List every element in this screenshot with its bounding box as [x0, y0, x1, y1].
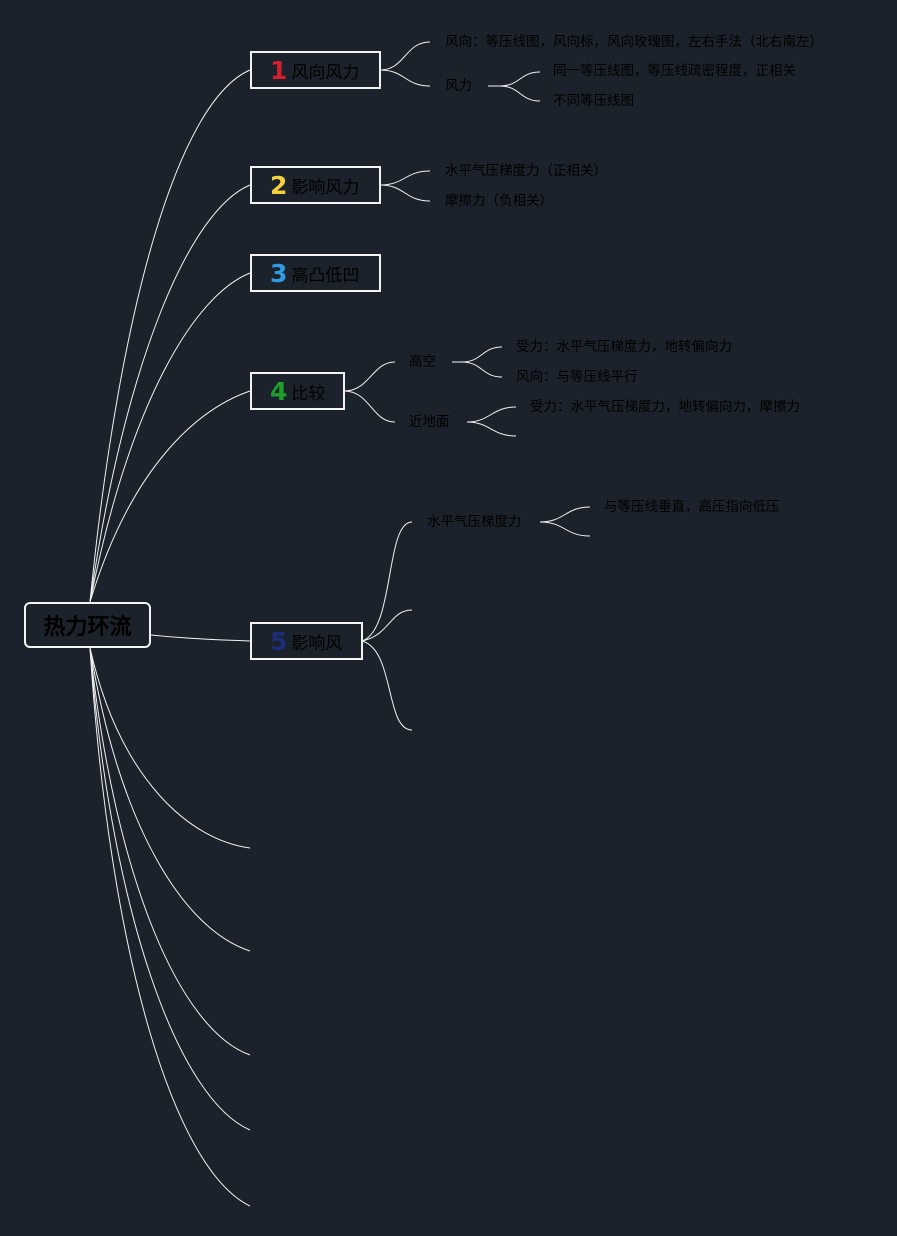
- connector-b5-empty-2: [361, 640, 413, 731]
- branch-node-3[interactable]: 3 高凸低凹: [250, 254, 381, 292]
- branch-node-4[interactable]: 4 比较: [250, 372, 345, 410]
- connector-root-empty-1: [89, 647, 251, 849]
- connector-b5c1-empty: [539, 521, 591, 537]
- connector-b4-high: [343, 361, 396, 392]
- connector-b1-windforce: [379, 69, 431, 87]
- connector-b4-ground: [343, 390, 396, 423]
- connector-b1-winddir: [379, 41, 431, 71]
- connector-root-b4: [89, 390, 251, 603]
- connector-root-b1: [89, 69, 251, 603]
- branch-label-2: 影响风力: [291, 177, 360, 198]
- branch-number-2: 2: [270, 170, 288, 200]
- pressure-gradient-detail[interactable]: 与等压线垂直，高压指向低压: [604, 499, 780, 515]
- connector-root-b3: [89, 272, 251, 603]
- connector-ground-1: [466, 406, 517, 423]
- connector-b2-c1: [379, 170, 431, 186]
- branch-node-1[interactable]: 1 风向风力: [250, 51, 381, 89]
- connector-windforce-2: [499, 85, 541, 102]
- horizontal-pressure-gradient-topic[interactable]: 水平气压梯度力: [427, 514, 522, 530]
- high-altitude-wind-direction[interactable]: 风向：与等压线平行: [516, 369, 638, 385]
- branch-number-1: 1: [270, 55, 288, 85]
- friction-force[interactable]: 摩擦力（负相关）: [445, 193, 553, 209]
- wind-direction-topic[interactable]: 风向：等压线图，风向标，风向玫瑰图，左右手法（北右南左）: [445, 34, 823, 50]
- branch-label-4: 比较: [291, 383, 326, 404]
- root-label: 热力环流: [43, 615, 132, 640]
- branch-node-2[interactable]: 2 影响风力: [250, 166, 381, 204]
- pressure-gradient-force[interactable]: 水平气压梯度力（正相关）: [445, 163, 607, 179]
- connector-ground-2: [466, 421, 517, 437]
- connector-b2-c2: [379, 184, 431, 202]
- connector-high-2: [461, 361, 503, 378]
- branch-number-5: 5: [270, 626, 288, 656]
- connector-high-1: [452, 346, 503, 363]
- connector-root-b5: [150, 634, 251, 642]
- connector-root-empty-2: [89, 647, 251, 952]
- connector-root-empty-3: [89, 647, 251, 1056]
- wind-force-different-map[interactable]: 不同等压线图: [553, 93, 634, 109]
- connector-root-b2: [89, 184, 251, 603]
- connector-b5-c1: [361, 521, 413, 642]
- connector-b5c1-detail: [539, 506, 591, 523]
- branch-number-4: 4: [270, 376, 288, 406]
- connector-root-empty-5: [89, 647, 251, 1207]
- branch-number-3: 3: [270, 258, 288, 288]
- wind-force-same-map[interactable]: 同一等压线图，等压线疏密程度，正相关: [553, 63, 796, 79]
- branch-node-5[interactable]: 5 影响风: [250, 622, 363, 660]
- connector-root-empty-4: [89, 647, 251, 1131]
- branch-label-1: 风向风力: [291, 62, 360, 83]
- connector-b5-empty-1: [361, 609, 413, 642]
- high-altitude-topic[interactable]: 高空: [409, 354, 436, 370]
- branch-label-5: 影响风: [291, 633, 343, 654]
- root-node[interactable]: 热力环流: [24, 602, 151, 648]
- near-ground-forces[interactable]: 受力：水平气压梯度力，地转偏向力，摩擦力: [530, 399, 800, 415]
- connector-windforce-1: [488, 71, 541, 87]
- high-altitude-forces[interactable]: 受力：水平气压梯度力，地转偏向力: [516, 339, 732, 355]
- wind-force-topic[interactable]: 风力: [445, 78, 472, 94]
- near-ground-topic[interactable]: 近地面: [409, 414, 450, 430]
- branch-label-3: 高凸低凹: [291, 265, 360, 286]
